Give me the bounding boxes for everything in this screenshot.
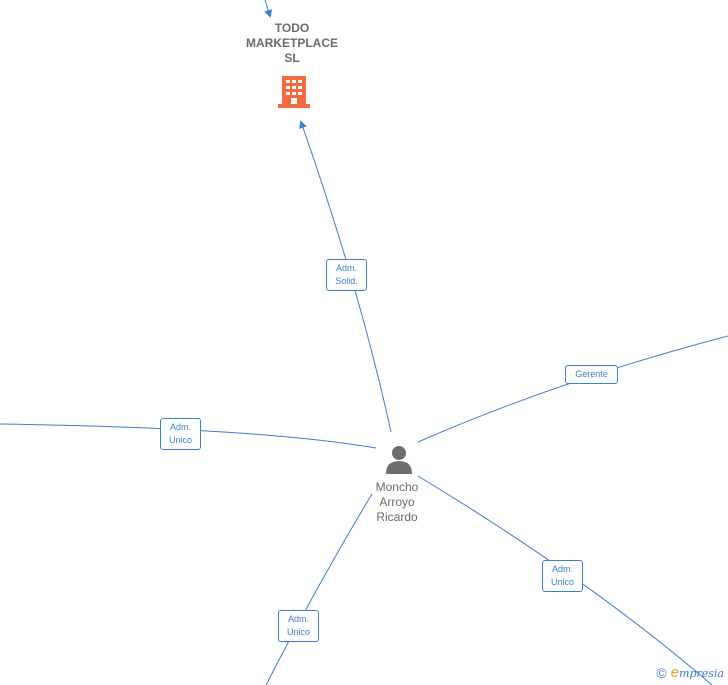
edge-label-line: Gerente xyxy=(575,369,608,379)
edge-label-adm-solid[interactable]: Adm. Solid. xyxy=(326,259,367,291)
edge-label-line: Adm. xyxy=(287,614,309,624)
edge-line-to-right xyxy=(417,335,728,443)
brand-footer: © empresia xyxy=(656,664,724,681)
brand-name: mpresia xyxy=(679,667,724,680)
edge-label-gerente[interactable]: Gerente xyxy=(565,365,618,384)
edge-label-adm-unico-bottom-left[interactable]: Adm. Unico xyxy=(278,610,319,642)
copyright-symbol: © xyxy=(656,664,667,681)
company-node-label[interactable]: TODO MARKETPLACE SL xyxy=(232,21,352,66)
company-name-line: MARKETPLACE xyxy=(246,36,338,50)
edge-label-line: Unico xyxy=(550,577,574,587)
person-node-label[interactable]: Moncho Arroyo Ricardo xyxy=(357,480,437,525)
edge-label-line: Adm. xyxy=(335,263,357,273)
brand-initial: e xyxy=(670,664,680,681)
company-name-line: TODO xyxy=(274,21,310,35)
edge-label-line: Unico xyxy=(168,435,192,445)
edge-line-top-incoming xyxy=(264,0,273,18)
person-name-line: Arroyo xyxy=(379,495,415,509)
edge-label-adm-unico-left[interactable]: Adm. Unico xyxy=(160,418,201,450)
edge-line-to-bottom-left xyxy=(265,493,373,685)
person-icon[interactable] xyxy=(384,444,414,474)
edge-label-line: Adm. xyxy=(169,422,191,432)
edge-label-line: Solid. xyxy=(335,276,358,286)
company-name-line: SL xyxy=(284,51,300,65)
brand-logo: empresia xyxy=(671,664,724,681)
person-name-line: Moncho xyxy=(375,480,419,494)
edge-label-line: Unico xyxy=(286,627,310,637)
edge-label-line: Adm. xyxy=(551,564,573,574)
edge-line-to-left xyxy=(0,423,377,449)
edge-label-adm-unico-bottom-right[interactable]: Adm. Unico xyxy=(542,560,583,592)
person-name-line: Ricardo xyxy=(376,510,418,524)
building-icon[interactable] xyxy=(278,74,310,108)
